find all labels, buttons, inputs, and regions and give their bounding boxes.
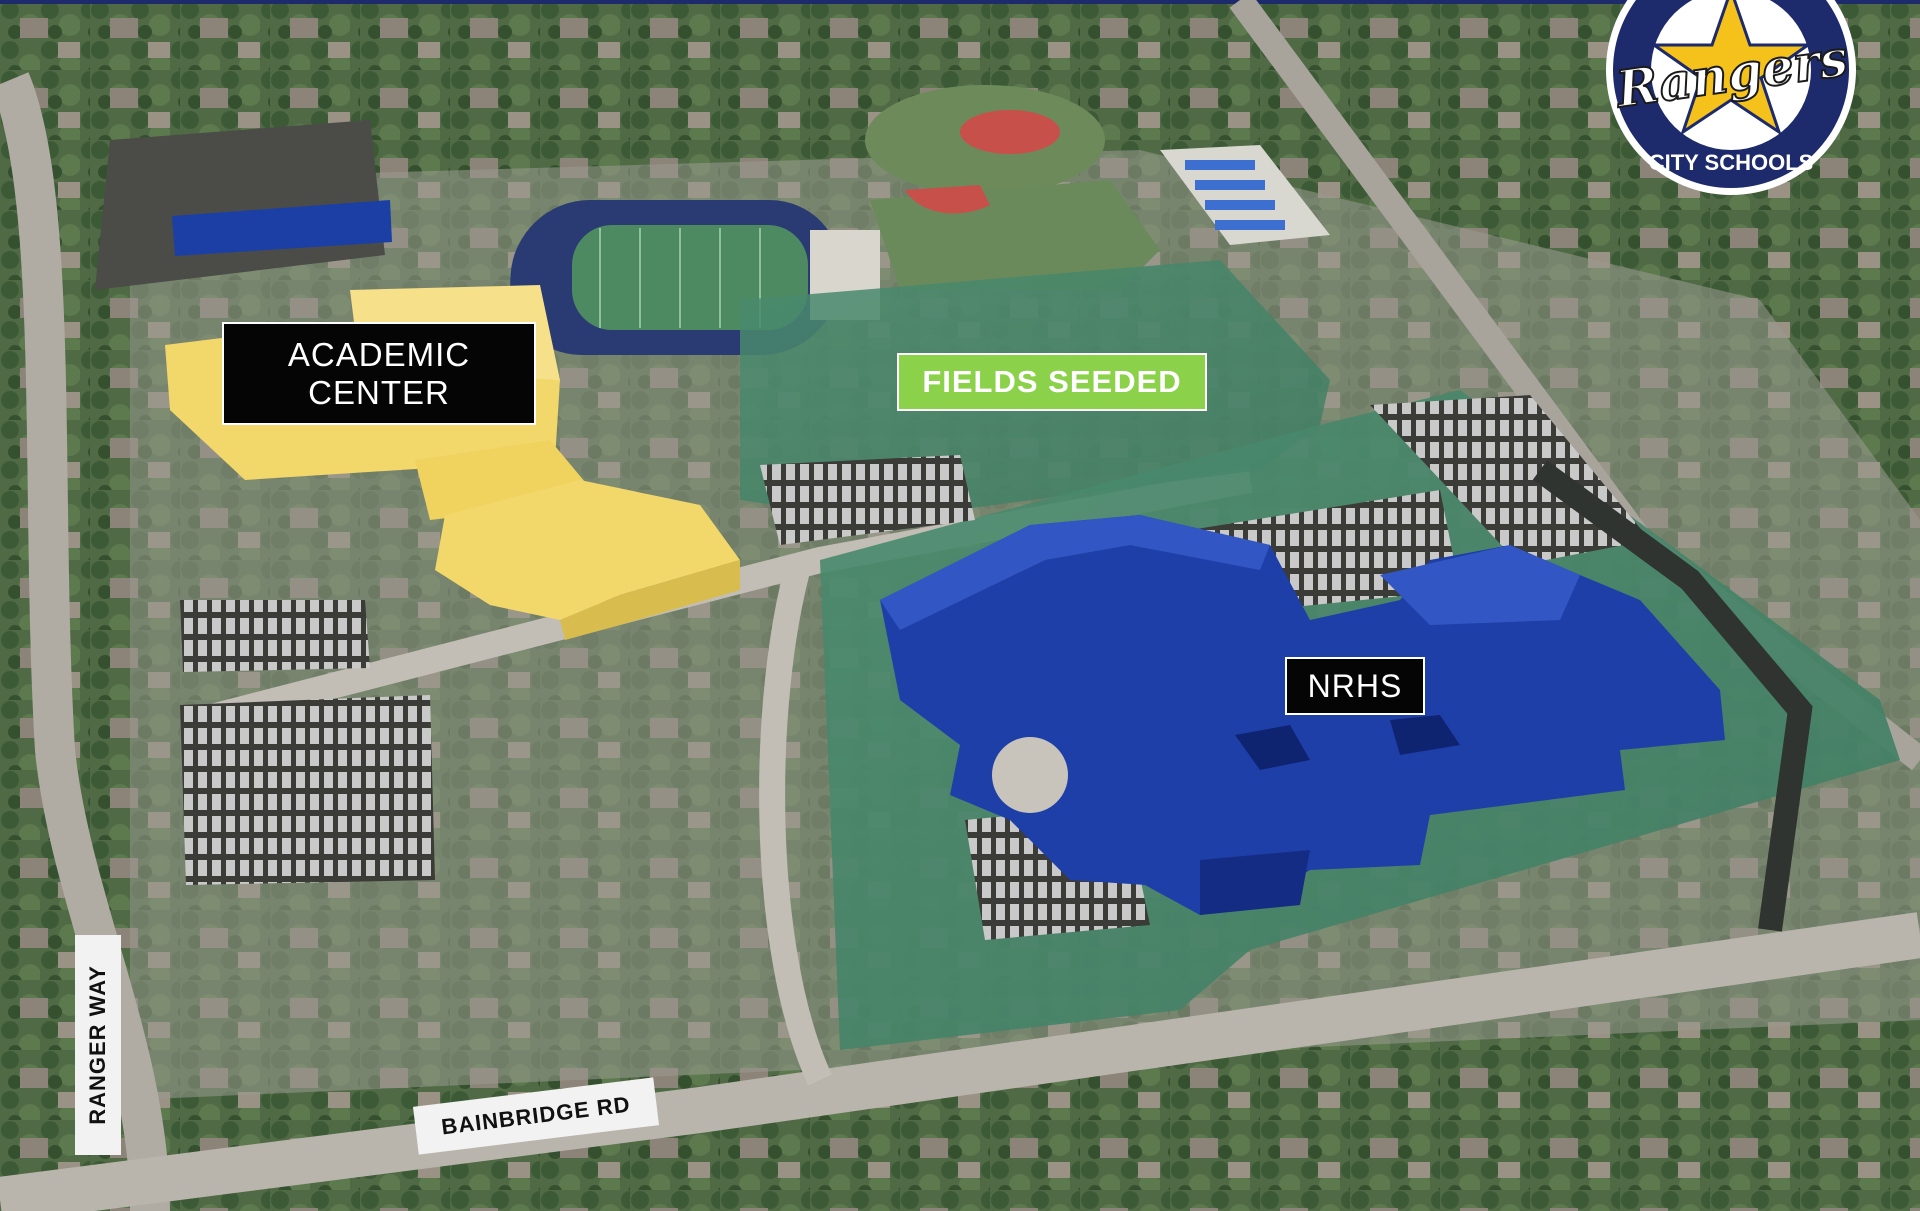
- ranger-way-road: [0, 72, 170, 1211]
- ranger-way-text: RANGER WAY: [85, 965, 111, 1125]
- rangers-logo: CITY SCHOOLS: [1606, 0, 1856, 195]
- north-building: [95, 120, 385, 290]
- nrhs-building: [880, 515, 1725, 915]
- fields-seeded-label: FIELDS SEEDED: [897, 353, 1207, 411]
- ranger-way-label: RANGER WAY: [75, 935, 121, 1155]
- academic-center-label: ACADEMIC CENTER: [222, 322, 536, 425]
- logo-bottom-text: CITY SCHOOLS: [1649, 150, 1814, 175]
- bainbridge-road: [0, 912, 1920, 1211]
- nrhs-label: NRHS: [1285, 657, 1425, 715]
